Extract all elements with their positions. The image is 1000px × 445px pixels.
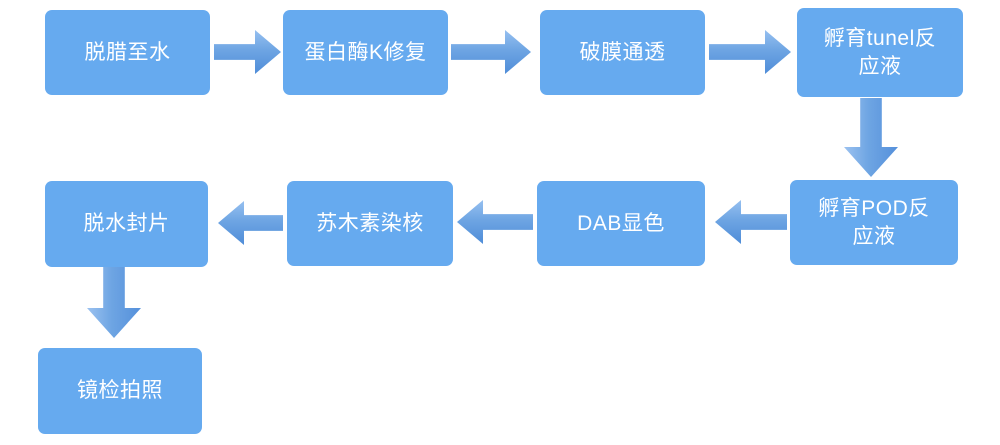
flow-step-label: 孵育tunel反 应液 xyxy=(823,26,937,78)
arrow-down-icon xyxy=(844,98,898,177)
flow-step-label: 破膜通透 xyxy=(579,40,666,64)
arrow-left-icon xyxy=(715,200,787,244)
arrow-right-icon xyxy=(709,30,791,74)
step-dehydrate-coverslip: 脱水封片 xyxy=(45,181,208,267)
arrow-left-icon xyxy=(457,200,533,244)
arrow-right-icon xyxy=(214,30,281,74)
arrow-right-icon xyxy=(451,30,531,74)
flow-step-label: 脱腊至水 xyxy=(84,40,171,64)
arrow-left-icon xyxy=(218,201,283,245)
flow-step-label: 苏木素染核 xyxy=(316,211,424,235)
step-dab-color-development: DAB显色 xyxy=(537,181,705,266)
step-membrane-permeabilization: 破膜通透 xyxy=(540,10,705,95)
arrow-down-icon xyxy=(87,267,141,338)
flow-step-label: 镜检拍照 xyxy=(77,379,163,403)
step-incubate-tunel-reaction: 孵育tunel反 应液 xyxy=(797,8,963,97)
step-hematoxylin-nuclear-stain: 苏木素染核 xyxy=(287,181,453,266)
flow-step-label: 蛋白酶K修复 xyxy=(304,40,427,64)
step-proteinase-k-repair: 蛋白酶K修复 xyxy=(283,10,448,95)
step-microscopy-photograph: 镜检拍照 xyxy=(38,348,202,434)
step-incubate-pod-reaction: 孵育POD反 应液 xyxy=(790,180,958,265)
flow-step-label: 脱水封片 xyxy=(83,212,170,236)
flow-step-label: DAB显色 xyxy=(577,211,665,235)
step-dewax-to-water: 脱腊至水 xyxy=(45,10,210,95)
flow-step-label: 孵育POD反 应液 xyxy=(818,196,930,248)
